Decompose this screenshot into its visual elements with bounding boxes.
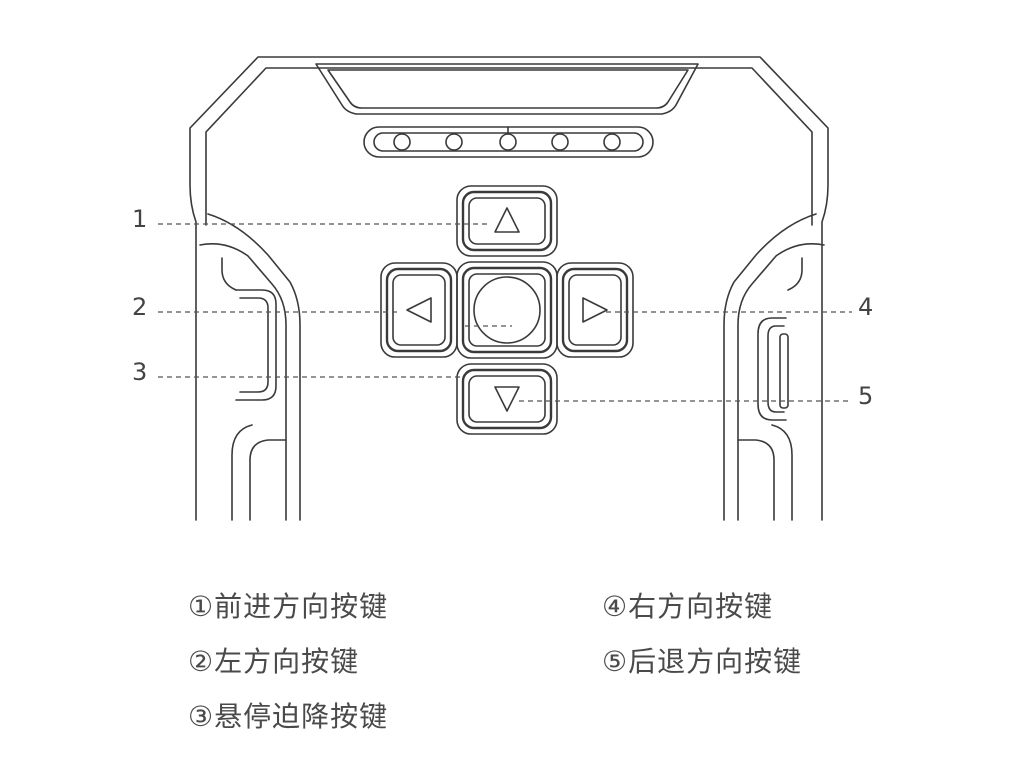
right-grip — [723, 213, 817, 521]
up-arrow-icon — [494, 207, 520, 233]
up-key — [456, 185, 558, 257]
right-key — [556, 262, 634, 358]
right-side-button — [757, 317, 787, 421]
left-arrow-icon — [406, 297, 432, 323]
center-key — [456, 261, 558, 359]
left-grip — [207, 213, 301, 521]
legend-right-key: ④右方向按键 — [602, 590, 774, 623]
controller-body-outline — [189, 56, 829, 521]
callout-3: 3 — [132, 358, 148, 386]
left-side-button — [235, 289, 277, 401]
legend-left-key: ②左方向按键 — [188, 645, 360, 678]
left-key — [380, 262, 458, 358]
callout-2: 2 — [132, 293, 148, 321]
right-arrow-icon — [582, 297, 608, 323]
led-1 — [393, 133, 411, 151]
legend-hover-land-key: ③悬停迫降按键 — [188, 700, 389, 733]
callout-5: 5 — [858, 382, 874, 410]
legend-forward-key: ①前进方向按键 — [188, 590, 389, 623]
callout-1: 1 — [132, 205, 148, 233]
controller-body-inner-outline — [205, 67, 813, 226]
led-5 — [603, 133, 621, 151]
center-button-icon — [473, 276, 541, 344]
callout-4: 4 — [858, 293, 874, 321]
top-screen-bar — [315, 63, 699, 115]
led-3 — [499, 133, 517, 151]
led-4 — [551, 133, 569, 151]
controller-diagram — [158, 56, 852, 521]
legend-back-key: ⑤后退方向按键 — [602, 645, 803, 678]
led-2 — [445, 133, 463, 151]
down-key — [456, 363, 558, 435]
down-arrow-icon — [494, 386, 520, 412]
